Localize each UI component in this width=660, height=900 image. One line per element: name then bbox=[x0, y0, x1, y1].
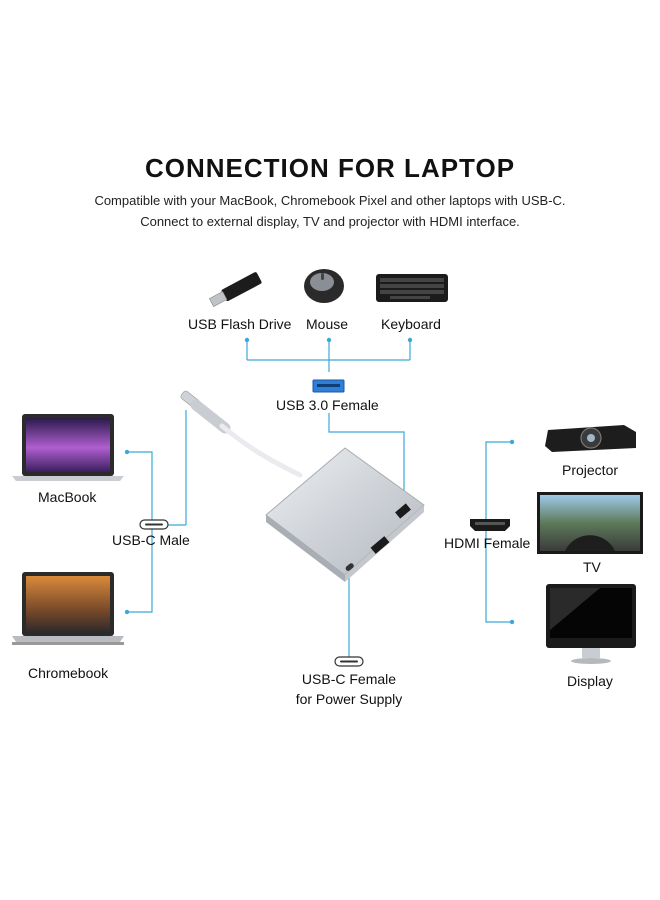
subtitle-line-2: Connect to external display, TV and proj… bbox=[140, 214, 520, 229]
label-tv: TV bbox=[583, 559, 601, 575]
label-usbc-female: USB-C Female bbox=[301, 671, 397, 687]
adapter-hub-icon bbox=[180, 390, 425, 582]
usb-c-port-icon bbox=[139, 519, 169, 530]
page-title: CONNECTION FOR LAPTOP bbox=[144, 153, 516, 183]
label-usbc-male: USB-C Male bbox=[112, 532, 190, 548]
label-macbook: MacBook bbox=[38, 489, 97, 505]
monitor-icon bbox=[546, 584, 636, 664]
usb-flash-drive-icon bbox=[208, 272, 262, 307]
laptop-icon bbox=[12, 414, 124, 481]
label-chromebook: Chromebook bbox=[28, 665, 109, 681]
subtitle-line-1: Compatible with your MacBook, Chromebook… bbox=[94, 193, 566, 208]
label-usb-flash-drive: USB Flash Drive bbox=[188, 316, 292, 332]
usb-c-port-icon bbox=[334, 656, 364, 667]
label-projector: Projector bbox=[562, 462, 619, 478]
label-hdmi-female: HDMI Female bbox=[444, 535, 531, 551]
laptop-icon bbox=[12, 572, 124, 645]
projector-icon bbox=[545, 425, 636, 452]
label-usb30-female: USB 3.0 Female bbox=[276, 397, 379, 413]
hdmi-port-icon bbox=[470, 519, 510, 531]
keyboard-icon bbox=[376, 274, 448, 302]
label-display: Display bbox=[567, 673, 613, 689]
tv-icon bbox=[537, 492, 643, 554]
label-power-supply: for Power Supply bbox=[295, 691, 403, 707]
label-mouse: Mouse bbox=[306, 316, 349, 332]
mouse-icon bbox=[304, 269, 344, 303]
label-keyboard: Keyboard bbox=[381, 316, 441, 332]
usb-a-port-icon bbox=[312, 379, 345, 393]
